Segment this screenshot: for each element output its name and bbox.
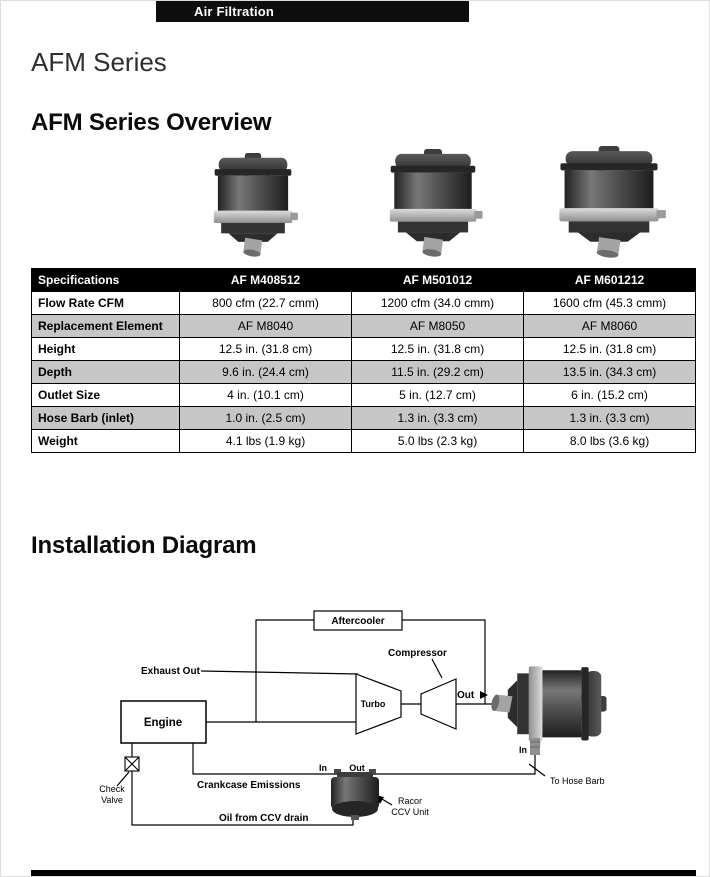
- cell: 9.6 in. (24.4 cm): [179, 360, 352, 384]
- cell: 4.1 lbs (1.9 kg): [179, 429, 352, 453]
- filter-product-image-afm408512: [204, 153, 302, 257]
- footer-bar: [31, 870, 696, 876]
- cell: 1.0 in. (2.5 cm): [179, 406, 352, 430]
- cell: 800 cfm (22.7 cmm): [179, 291, 352, 315]
- cell: 1.3 in. (3.3 cm): [523, 406, 696, 430]
- cell: 8.0 lbs (3.6 kg): [523, 429, 696, 453]
- cell: AF M8060: [523, 314, 696, 338]
- compressor-label: Compressor: [388, 648, 447, 659]
- cell: AF M8040: [179, 314, 352, 338]
- cell: 5.0 lbs (2.3 kg): [351, 429, 524, 453]
- table-row: Outlet Size 4 in. (10.1 cm) 5 in. (12.7 …: [31, 383, 696, 407]
- check-valve-label-2: Valve: [101, 795, 123, 805]
- filter-in-label: In: [519, 745, 527, 755]
- ccv-out-label: Out: [349, 763, 365, 773]
- cell: 12.5 in. (31.8 cm): [351, 337, 524, 361]
- racor-ccv-unit-image: [331, 769, 379, 820]
- row-label: Outlet Size: [31, 383, 180, 407]
- filter-product-image-afm601212: [547, 146, 671, 258]
- row-label: Weight: [31, 429, 180, 453]
- cell: 12.5 in. (31.8 cm): [523, 337, 696, 361]
- aftercooler-box: [313, 610, 403, 631]
- turbo-shape: [355, 673, 402, 735]
- section-tab-label: Air Filtration: [194, 4, 275, 19]
- installation-heading: Installation Diagram: [31, 532, 257, 559]
- section-tab: Air Filtration: [156, 1, 469, 22]
- compressor-shape: [420, 678, 457, 730]
- installation-diagram: Aftercooler Compressor Exhaust Out Engin…: [99, 610, 607, 826]
- aftercooler-label: Aftercooler: [331, 616, 384, 627]
- overview-heading: AFM Series Overview: [31, 109, 272, 136]
- racor-label-2: CCV Unit: [391, 807, 429, 817]
- row-label: Height: [31, 337, 180, 361]
- row-label: Depth: [31, 360, 180, 384]
- table-row: Depth 9.6 in. (24.4 cm) 11.5 in. (29.2 c…: [31, 360, 696, 384]
- series-title: AFM Series: [31, 47, 167, 77]
- cell: 5 in. (12.7 cm): [351, 383, 524, 407]
- filter-product-image-afm501012: [379, 149, 487, 257]
- spec-col-model-3: AF M601212: [523, 268, 696, 292]
- check-valve-label-1: Check: [99, 784, 125, 794]
- cell: 1600 cfm (45.3 cmm): [523, 291, 696, 315]
- cell: 1200 cfm (34.0 cmm): [351, 291, 524, 315]
- row-label: Replacement Element: [31, 314, 180, 338]
- engine-label: Engine: [144, 717, 182, 729]
- row-label: Hose Barb (inlet): [31, 406, 180, 430]
- cell: 11.5 in. (29.2 cm): [351, 360, 524, 384]
- cell: 6 in. (15.2 cm): [523, 383, 696, 407]
- diagram-pipes: [116, 619, 546, 826]
- air-filter-diagram-image: [491, 666, 607, 755]
- table-row: Hose Barb (inlet) 1.0 in. (2.5 cm) 1.3 i…: [31, 406, 696, 430]
- table-row: Weight 4.1 lbs (1.9 kg) 5.0 lbs (2.3 kg)…: [31, 429, 696, 453]
- table-row: Flow Rate CFM 800 cfm (22.7 cmm) 1200 cf…: [31, 291, 696, 315]
- oil-drain-label: Oil from CCV drain: [219, 813, 308, 824]
- engine-box: [120, 700, 207, 744]
- spec-col-specifications: Specifications: [31, 268, 180, 292]
- cell: 1.3 in. (3.3 cm): [351, 406, 524, 430]
- spec-col-model-1: AF M408512: [179, 268, 352, 292]
- cell: AF M8050: [351, 314, 524, 338]
- spec-table: Specifications AF M408512 AF M501012 AF …: [31, 268, 696, 453]
- racor-label-1: Racor: [398, 796, 422, 806]
- exhaust-out-label: Exhaust Out: [141, 666, 201, 677]
- hose-barb-ridges: [530, 741, 540, 748]
- turbo-label: Turbo: [361, 699, 386, 709]
- spec-col-model-2: AF M501012: [351, 268, 524, 292]
- row-label: Flow Rate CFM: [31, 291, 180, 315]
- cell: 13.5 in. (34.3 cm): [523, 360, 696, 384]
- table-row: Height 12.5 in. (31.8 cm) 12.5 in. (31.8…: [31, 337, 696, 361]
- check-valve-symbol: [124, 756, 140, 772]
- cell: 12.5 in. (31.8 cm): [179, 337, 352, 361]
- cell: 4 in. (10.1 cm): [179, 383, 352, 407]
- flow-arrow: [480, 691, 488, 699]
- compressor-out-label: Out: [457, 690, 475, 701]
- ccv-in-label: In: [319, 763, 327, 773]
- to-hose-barb-label: To Hose Barb: [550, 776, 605, 786]
- spec-table-header-row: Specifications AF M408512 AF M501012 AF …: [31, 268, 696, 292]
- table-row: Replacement Element AF M8040 AF M8050 AF…: [31, 314, 696, 338]
- crankcase-emissions-label: Crankcase Emissions: [197, 780, 301, 791]
